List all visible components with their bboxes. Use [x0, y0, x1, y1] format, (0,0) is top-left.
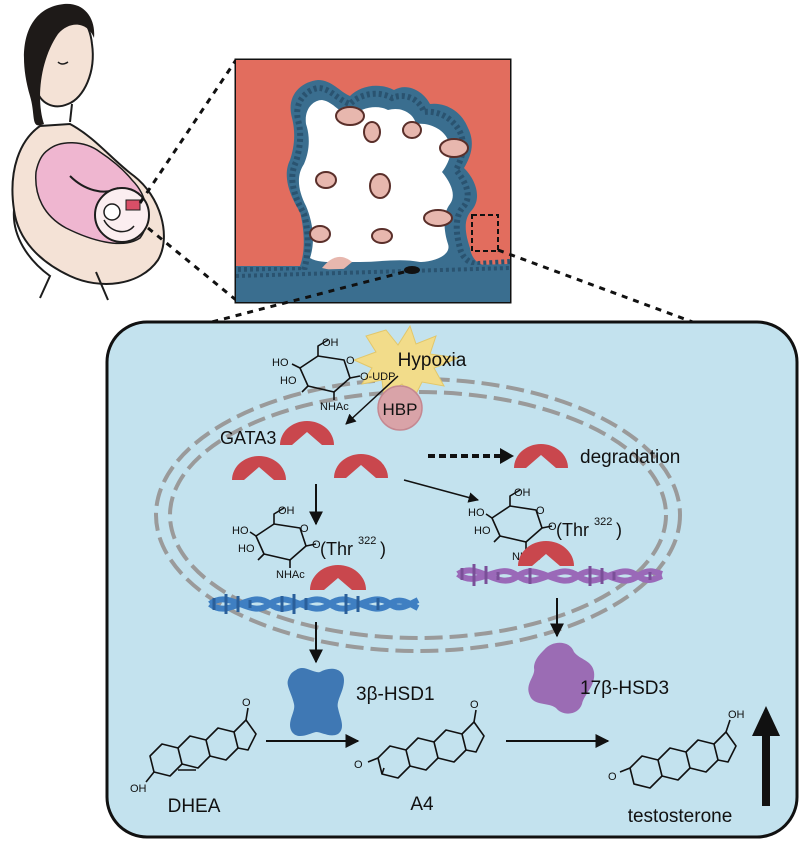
- hypoxia-label: Hypoxia: [398, 350, 467, 371]
- chem-nhac-2: NHAc: [276, 569, 305, 581]
- chem-oh-2: OH: [278, 505, 295, 517]
- thr-left-close: ): [380, 539, 386, 559]
- chem-oh-dhea: OH: [130, 783, 147, 795]
- hbp-label: HBP: [383, 400, 418, 419]
- enzyme2-label: 17β-HSD3: [580, 678, 669, 699]
- degradation-label: degradation: [580, 447, 680, 468]
- dna-helix-left: [208, 594, 420, 614]
- thr-right-superscript: 322: [594, 516, 612, 528]
- increase-arrow: [752, 706, 780, 806]
- chem-ho-2: HO: [280, 375, 297, 387]
- enzyme-17b-hsd3: 17β-HSD3: [528, 642, 669, 714]
- gata3-protein-degrading: [514, 444, 568, 468]
- arrow-gata3-to-right-complex: [403, 479, 480, 503]
- enzyme-3b-hsd1: 3β-HSD1: [287, 668, 435, 737]
- chem-nhac-1: NHAc: [320, 401, 349, 413]
- chem-o-udp: O-UDP: [360, 371, 395, 383]
- thr-left-superscript: 322: [358, 535, 376, 547]
- enzyme1-label: 3β-HSD1: [356, 684, 435, 705]
- chem-o-a4-1: O: [354, 759, 363, 771]
- dhea-structure: OH O DHEA: [130, 697, 257, 817]
- chem-o-dhea: O: [242, 697, 251, 709]
- udp-glcnac-structure: HO OH HO O NHAc O-UDP: [272, 337, 395, 413]
- a4-label: A4: [410, 794, 434, 815]
- gata3-bound-right: [518, 541, 574, 566]
- chem-o-link-2: O: [548, 521, 557, 533]
- gata3-bound-proteins: [310, 541, 574, 590]
- chem-ho-3: HO: [232, 525, 249, 537]
- chem-ho-4: HO: [238, 543, 255, 555]
- dna-helix-right: [456, 564, 664, 586]
- chem-o-testosterone: O: [608, 771, 617, 783]
- a4-structure: O O A4: [354, 699, 485, 815]
- gata3-bound-left: [310, 565, 366, 590]
- chem-ho-1: HO: [272, 357, 289, 369]
- gata3-proteins: [232, 421, 568, 480]
- dhea-label: DHEA: [168, 796, 221, 817]
- chem-o-ring-2: O: [300, 523, 309, 535]
- placenta-villus-panel: [234, 58, 512, 304]
- testosterone-label: testosterone: [628, 806, 733, 827]
- chem-ho-6: HO: [474, 525, 491, 537]
- gata3-protein-1: [280, 421, 334, 445]
- zoom-lines-1: [138, 59, 238, 302]
- pregnant-woman-illustration: [11, 3, 165, 301]
- thr-right-close: ): [616, 520, 622, 540]
- chem-oh-3: OH: [514, 487, 531, 499]
- gata3-protein-3: [334, 454, 388, 478]
- hbp-node: HBP: [377, 385, 423, 431]
- chem-oh-1: OH: [322, 337, 339, 349]
- o-glcnac-left: HO OH HO O NHAc O (Thr 322 ): [232, 505, 386, 581]
- testosterone-structure: O OH testosterone: [608, 709, 745, 827]
- gata3-protein-2: [232, 456, 286, 480]
- thr-right-label: (Thr: [556, 520, 589, 540]
- chem-oh-testosterone: OH: [728, 709, 745, 721]
- chem-o-link-1: O: [312, 539, 321, 551]
- thr-left-label: (Thr: [320, 539, 353, 559]
- chem-o-a4-2: O: [470, 699, 479, 711]
- gata3-label: GATA3: [220, 428, 276, 448]
- trophoblast-cell-panel: [105, 320, 799, 839]
- chem-o-ring-1: O: [346, 355, 355, 367]
- hypoxia-star: Hypoxia: [352, 324, 467, 399]
- chem-ho-5: HO: [468, 507, 485, 519]
- arrow-hypoxia-to-gata3: [345, 375, 399, 425]
- chem-o-ring-3: O: [536, 505, 545, 517]
